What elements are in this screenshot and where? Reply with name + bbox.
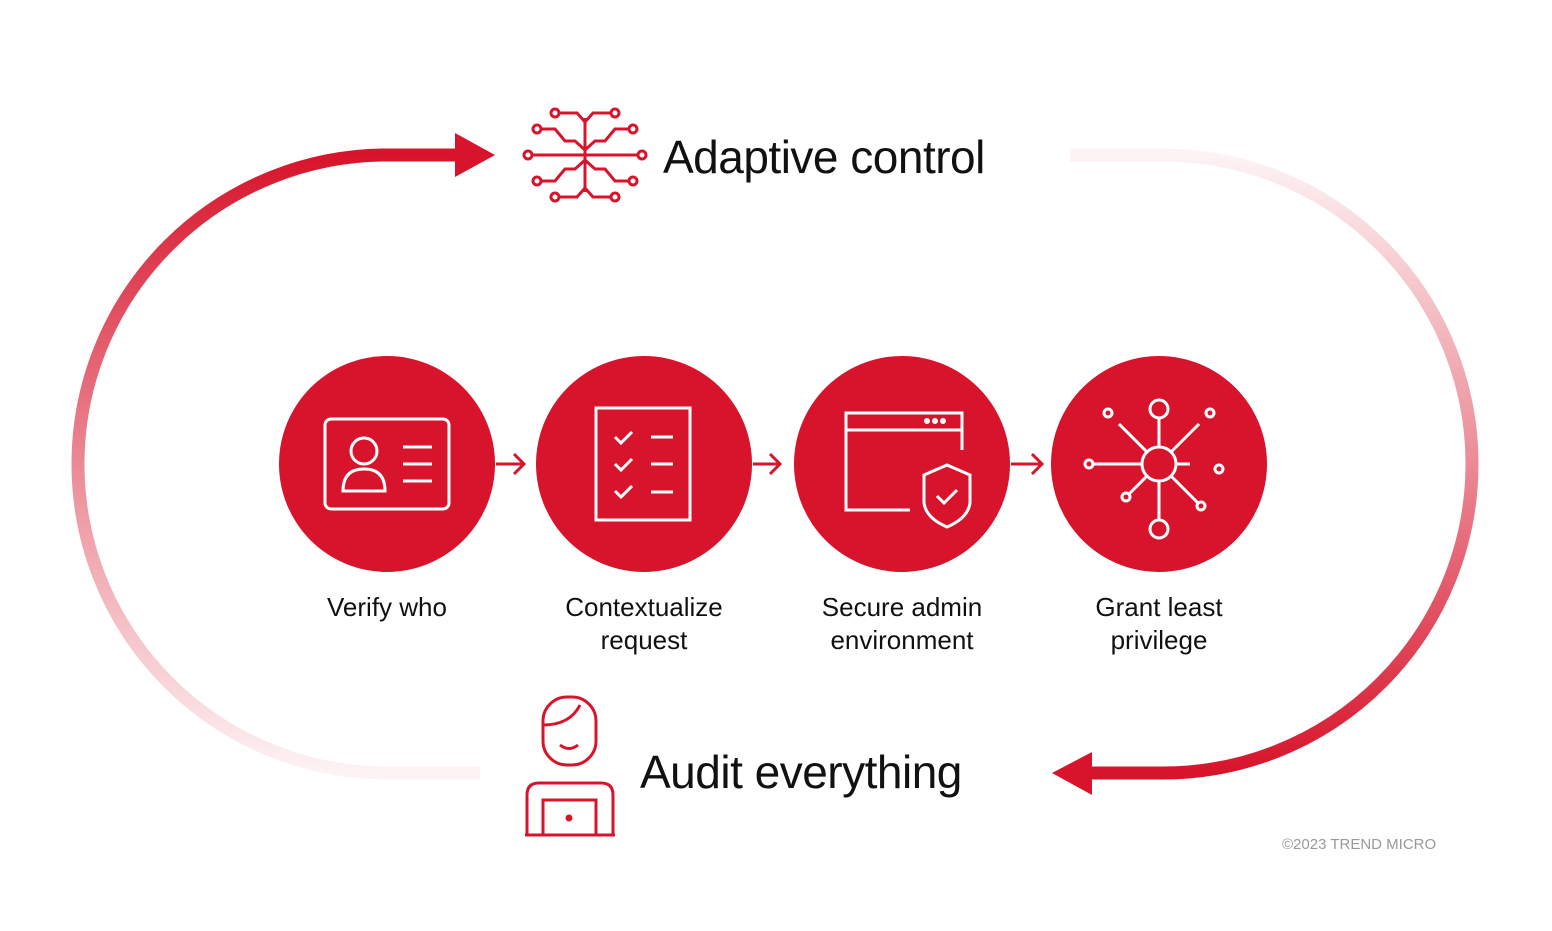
step-label-line: environment (830, 625, 974, 655)
left-cycle-arrow (71, 148, 480, 780)
step-label-contextualize: Contextualize request (524, 591, 764, 657)
audit-everything-title: Audit everything (640, 746, 962, 798)
step-arrow-icon (753, 452, 783, 476)
circuit-brain-icon (522, 107, 648, 203)
step-label-line: Verify who (327, 592, 447, 622)
adaptive-control-title: Adaptive control (663, 131, 985, 183)
network-hub-icon (1083, 398, 1225, 540)
step-arrow-icon (1011, 452, 1045, 476)
person-laptop-icon (525, 695, 615, 837)
step-circle-grant (1051, 356, 1267, 572)
step-label-line: Secure admin (821, 592, 983, 622)
checklist-icon (594, 406, 692, 522)
step-circle-verify (279, 356, 495, 572)
step-arrow-icon (496, 452, 527, 476)
step-circle-contextualize (536, 356, 752, 572)
step-label-line: privilege (1110, 625, 1208, 655)
step-label-secure: Secure admin environment (782, 591, 1022, 657)
step-label-line: Grant least (1095, 592, 1223, 622)
step-label-verify: Verify who (267, 591, 507, 624)
copyright: ©2023 TREND MICRO (1282, 836, 1437, 853)
step-label-grant: Grant least privilege (1039, 591, 1279, 657)
arrowhead-left (1052, 752, 1092, 795)
browser-shield-icon (844, 411, 972, 529)
id-card-icon (323, 417, 451, 511)
right-cycle-arrow (1070, 148, 1479, 780)
arrowhead-right (455, 133, 495, 177)
step-label-line: request (600, 625, 688, 655)
step-label-line: Contextualize (565, 592, 723, 622)
step-circle-secure (794, 356, 1010, 572)
